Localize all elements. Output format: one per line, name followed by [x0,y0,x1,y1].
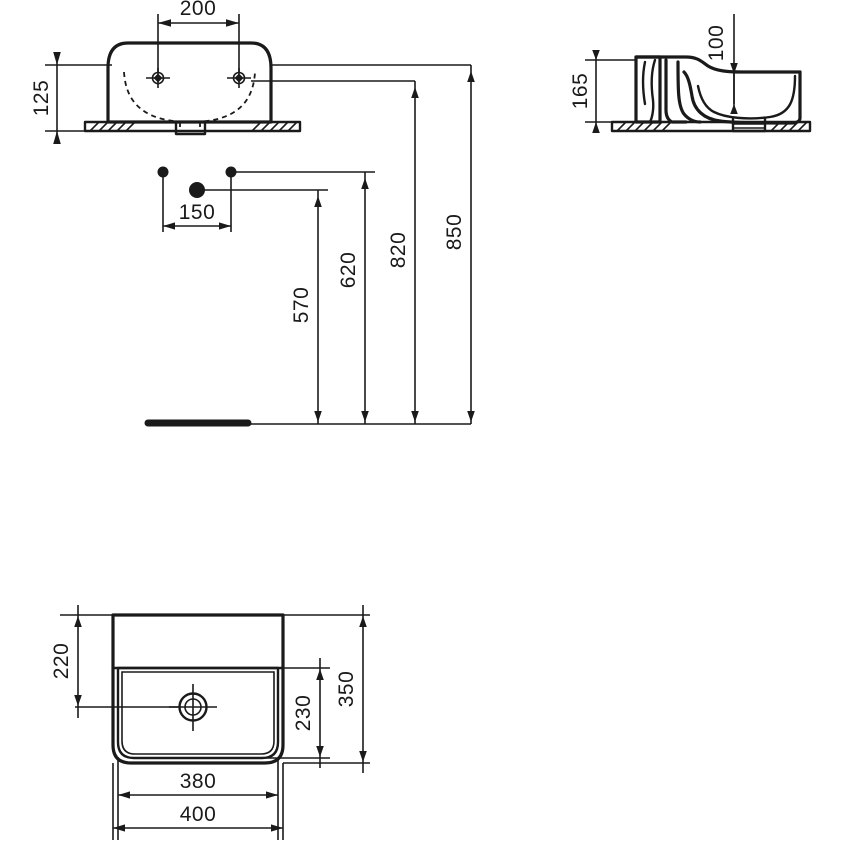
dim-label-supply-spacing: 150 [179,201,216,224]
dim-waste-height-570: 570 [290,190,322,424]
side-bracket-rib [641,60,647,106]
dim-label-plan-width: 400 [180,803,217,826]
front-basin-outline [106,41,273,124]
dim-label-tap-centres: 200 [180,0,217,20]
dim-label-supply-height: 620 [337,252,360,289]
dim-label-bowl-depth: 100 [705,25,728,62]
dim-label-rim-height: 850 [443,214,466,251]
dim-plan-width-400: 400 [113,803,283,832]
dim-plan-back-220: 220 [50,605,82,718]
dim-basin-underside-820: 820 [387,81,419,424]
dim-label-plan-bowl: 230 [292,695,315,732]
dim-plan-bowl-230: 230 [292,658,324,768]
plan-bowl-rim-inner [121,671,275,755]
dim-label-basin-underside: 820 [387,232,410,269]
front-bowl-hidden-line [123,71,256,123]
dim-label-waste-height: 570 [290,287,313,324]
side-support-leg-outer [676,60,702,124]
plan-width-extension-right [277,758,284,840]
plan-outer-outline [111,613,285,765]
installation-heights-view: 150 570 620 820 850 [144,65,475,427]
side-back-block [634,55,662,124]
dim-tap-centres-200: 200 [157,0,240,72]
front-tap-hole-right [227,68,251,88]
dim-bowl-depth-100: 100 [705,14,738,114]
dim-side-height-165: 165 [569,50,636,133]
side-elevation-view: 165 100 [569,14,812,133]
plan-bowl-rim [116,666,280,760]
dim-label-plan-back: 220 [50,643,73,680]
dim-supply-height-620: 620 [337,172,369,424]
plan-width-extension-left [112,758,119,840]
dim-rim-height-850: 850 [443,65,475,424]
dim-plan-depth-350: 350 [335,605,367,773]
dim-plan-bowl-width-380: 380 [118,770,278,799]
dim-label-side-height: 165 [569,73,592,110]
plan-bottom-extension [265,757,370,764]
side-bracket-inner [648,58,657,124]
side-floor-slab [610,120,812,133]
dim-label-plan-bowl-width: 380 [180,770,217,793]
dim-label-basin-height: 125 [30,80,53,117]
dim-supply-spacing-150: 150 [163,201,231,230]
dim-basin-height-125: 125 [30,52,112,144]
dim-label-plan-depth: 350 [335,671,358,708]
front-counter-slab [83,120,302,136]
plan-view: 220 230 350 380 400 [50,605,370,840]
front-elevation-view: 200 125 [30,0,471,144]
side-bowl-inner [696,74,797,120]
